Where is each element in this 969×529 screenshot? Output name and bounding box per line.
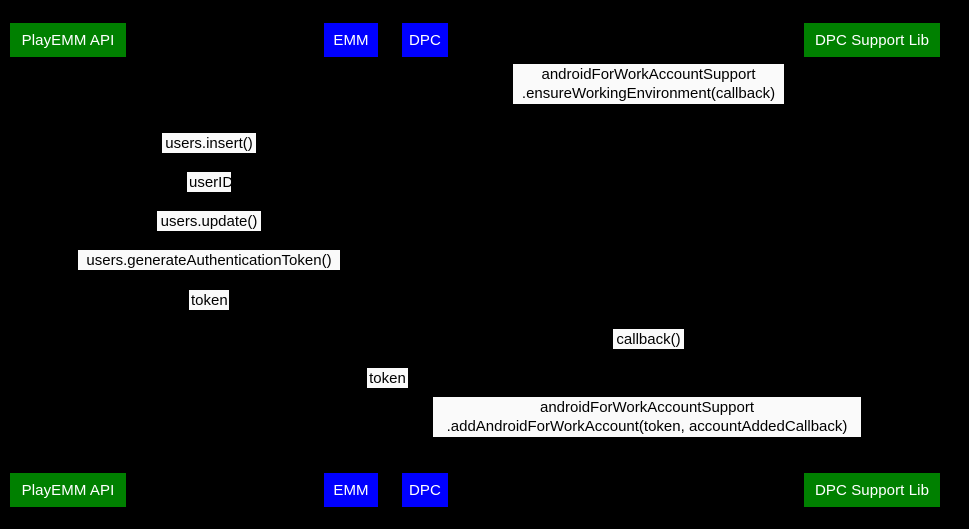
participant-box-emm-top[interactable]: EMM [324, 23, 378, 57]
message-label-line: users.insert() [165, 135, 253, 152]
message-label-ensure-working-environment: androidForWorkAccountSupport .ensureWorki… [513, 64, 784, 104]
message-label-callback: callback() [613, 329, 684, 349]
participant-label: EMM [333, 481, 369, 499]
message-label-line: userID [189, 174, 234, 191]
message-label-token-to-emm: token [189, 290, 229, 310]
message-label-line: .ensureWorkingEnvironment(callback) [521, 85, 776, 102]
message-label-line: .addAndroidForWorkAccount(token, account… [446, 418, 848, 435]
participant-label: DPC [409, 481, 441, 499]
participant-label: PlayEMM API [21, 31, 115, 49]
message-label-user-id: userID [187, 172, 234, 192]
participant-box-playemm-api-top[interactable]: PlayEMM API [10, 23, 126, 57]
participant-label: DPC Support Lib [814, 481, 930, 499]
participant-label: DPC [409, 31, 441, 49]
participant-box-dpc-support-lib-bottom[interactable]: DPC Support Lib [804, 473, 940, 507]
message-label-line: token [369, 370, 406, 387]
participant-box-dpc-bottom[interactable]: DPC [402, 473, 448, 507]
message-label-line: androidForWorkAccountSupport [541, 66, 756, 83]
message-label-add-android-for-work-account: androidForWorkAccountSupport .addAndroidF… [433, 397, 861, 437]
message-label-line: token [191, 292, 228, 309]
message-label-token-to-dpc: token [367, 368, 408, 388]
participant-box-dpc-support-lib-top[interactable]: DPC Support Lib [804, 23, 940, 57]
participant-label: PlayEMM API [21, 481, 115, 499]
message-label-users-insert: users.insert() [162, 133, 256, 153]
participant-box-emm-bottom[interactable]: EMM [324, 473, 378, 507]
participant-box-playemm-api-bottom[interactable]: PlayEMM API [10, 473, 126, 507]
message-label-line: androidForWorkAccountSupport [540, 399, 754, 416]
message-label-line: callback() [616, 331, 681, 348]
participant-label: DPC Support Lib [814, 31, 930, 49]
participant-box-dpc-top[interactable]: DPC [402, 23, 448, 57]
participant-label: EMM [333, 31, 369, 49]
message-label-line: users.generateAuthenticationToken() [86, 252, 332, 269]
message-label-users-update: users.update() [157, 211, 261, 231]
message-label-users-generate-authentication-token: users.generateAuthenticationToken() [78, 250, 340, 270]
message-label-line: users.update() [160, 213, 258, 230]
